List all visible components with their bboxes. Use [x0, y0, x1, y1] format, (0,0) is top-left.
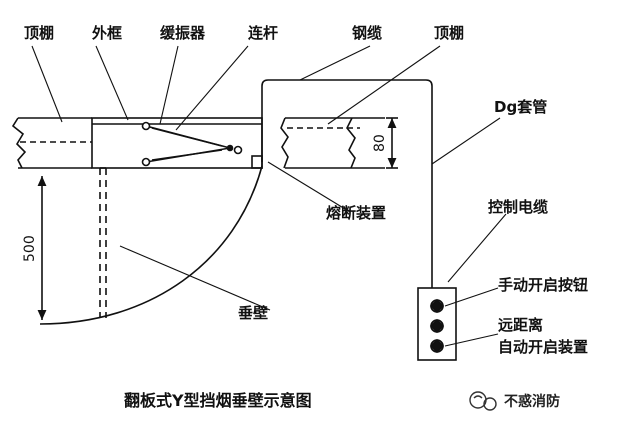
- manual-button-symbol: [429, 298, 445, 314]
- label-manual-button: 手动开启按钮: [498, 276, 588, 294]
- label-remote-device-line2: 自动开启装置: [498, 338, 588, 356]
- left-ceiling-slab: [11, 117, 92, 169]
- hanging-wall: [99, 167, 107, 318]
- label-outer-frame: 外框: [91, 24, 122, 42]
- right-ceiling-slab: [280, 117, 385, 169]
- dimension-80-label: 80: [372, 134, 388, 152]
- remote-device-symbol: [429, 318, 445, 354]
- leader-lines: [31, 45, 507, 347]
- label-control-cable: 控制电缆: [488, 198, 548, 216]
- label-link-rod: 连杆: [248, 24, 278, 42]
- damper-linkage: [141, 121, 243, 167]
- control-box: [417, 282, 457, 361]
- swing-arc: [39, 165, 263, 325]
- dimension-80: [386, 117, 398, 169]
- outer-frame: [91, 117, 263, 169]
- steel-cable: [261, 79, 433, 282]
- fusible-link: [251, 155, 263, 169]
- label-fusible-device: 熔断装置: [326, 204, 386, 222]
- label-hanging-wall: 垂壁: [238, 304, 268, 322]
- watermark: 不惑消防: [469, 391, 560, 411]
- label-steel-cable: 钢缆: [352, 24, 382, 42]
- label-ceiling-right: 顶棚: [434, 24, 464, 42]
- label-remote-device-line1: 远距离: [498, 316, 543, 334]
- diagram-title: 翻板式Y型挡烟垂壁示意图: [124, 391, 312, 410]
- label-ceiling-left: 顶棚: [24, 24, 54, 42]
- dimension-500-label: 500: [22, 235, 38, 262]
- watermark-text: 不惑消防: [504, 393, 560, 410]
- watermark-logo-icon: [469, 391, 497, 411]
- label-damper: 缓振器: [160, 24, 206, 42]
- label-dg-sleeve: Dg套管: [494, 98, 547, 116]
